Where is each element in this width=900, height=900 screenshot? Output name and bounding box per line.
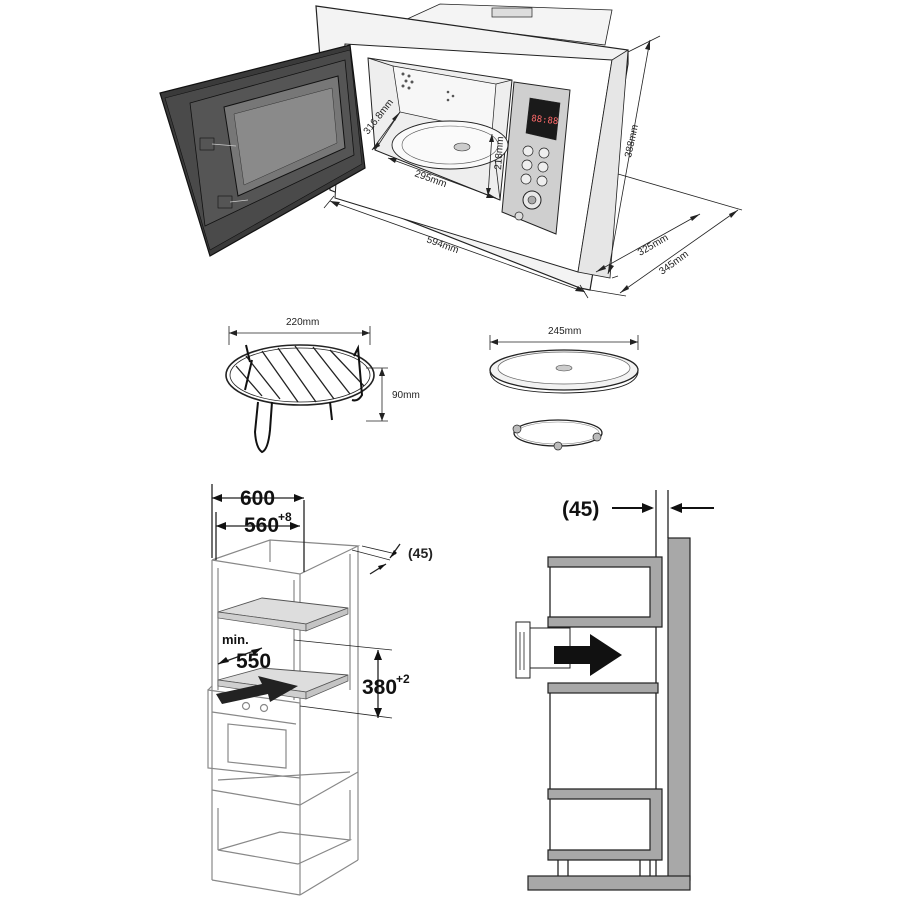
rack-height-label: 90mm	[392, 390, 420, 401]
insert-arrow-side	[554, 634, 622, 676]
cabinet-inner-width-label: 560	[244, 514, 279, 537]
cabinet-outer-width-label: 600	[240, 487, 275, 510]
insert-arrow	[216, 676, 298, 704]
cabinet-back-gap-label: (45)	[408, 545, 433, 561]
cabinet-depth-value: 550	[236, 650, 271, 673]
side-back-gap-label: (45)	[562, 498, 599, 521]
side-view-drawing: (45)	[515, 490, 714, 891]
niche-height-label: 380	[362, 676, 397, 699]
depth-inner-label: 325mm	[636, 232, 670, 258]
cabinet-drawing: 600 560 +8 (45) min. 550 380 +2	[207, 484, 433, 896]
grill-rack-drawing: 220mm 90mm	[225, 317, 420, 454]
door-release-button	[514, 211, 524, 221]
turntable-drawing: 245mm	[489, 326, 639, 451]
overall-height-label: 388mm	[623, 124, 641, 159]
microwave-drawing: 316.8mm 295mm 218mm 88:88	[159, 3, 743, 299]
turntable-diameter-label: 245mm	[548, 326, 581, 337]
cabinet-inner-width-tolerance: +8	[278, 510, 292, 524]
rack-diameter-label: 220mm	[286, 317, 319, 328]
cavity-height-label: 218mm	[493, 136, 506, 170]
cabinet-depth-min-label: min.	[222, 632, 249, 647]
niche-height-tolerance: +2	[396, 672, 410, 686]
control-buttons	[520, 145, 550, 187]
display-readout: 88:88	[531, 114, 559, 127]
